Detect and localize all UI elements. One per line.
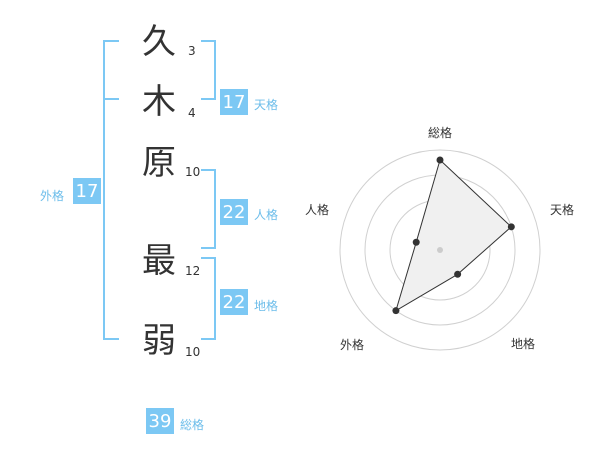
gaikaku-label: 外格 (40, 189, 65, 203)
stroke-count-4: 12 (185, 264, 201, 278)
radar-point-3 (454, 270, 462, 278)
radar-point-2 (507, 223, 515, 231)
radar-point-5 (412, 238, 420, 246)
soukaku-label: 総格 (180, 418, 205, 432)
radar-polygon (395, 159, 513, 312)
soukaku-score: 39 (146, 408, 174, 434)
chikaku-score: 22 (220, 289, 248, 315)
tenkaku-score: 17 (220, 89, 248, 115)
stroke-count-2: 4 (188, 106, 196, 120)
radar-label-soukaku: 総格 (428, 126, 453, 140)
stroke-count-1: 3 (188, 44, 196, 58)
name-char-5: 弱 (142, 321, 176, 361)
name-char-1: 久 (142, 22, 176, 62)
radar-center (437, 247, 443, 253)
name-char-2: 木 (142, 82, 176, 122)
radar-label-gaikaku: 外格 (340, 338, 365, 352)
radar-label-chikaku: 地格 (511, 337, 536, 351)
jinkaku-score: 22 (220, 199, 248, 225)
tenkaku-label: 天格 (254, 98, 279, 112)
radar-point-4 (392, 307, 400, 315)
radar-label-tenkaku: 天格 (550, 203, 575, 217)
radar-points (392, 156, 515, 315)
name-char-3: 原 (142, 143, 176, 183)
name-char-4: 最 (142, 241, 176, 281)
radar-label-jinkaku: 人格 (305, 203, 330, 217)
radar-ring-1 (339, 149, 541, 351)
stroke-count-5: 10 (185, 345, 201, 359)
jinkaku-label: 人格 (254, 208, 279, 222)
gaikaku-score: 17 (73, 178, 101, 204)
radar-point-1 (436, 156, 444, 164)
chikaku-label: 地格 (254, 299, 279, 313)
stroke-count-3: 10 (185, 165, 201, 179)
